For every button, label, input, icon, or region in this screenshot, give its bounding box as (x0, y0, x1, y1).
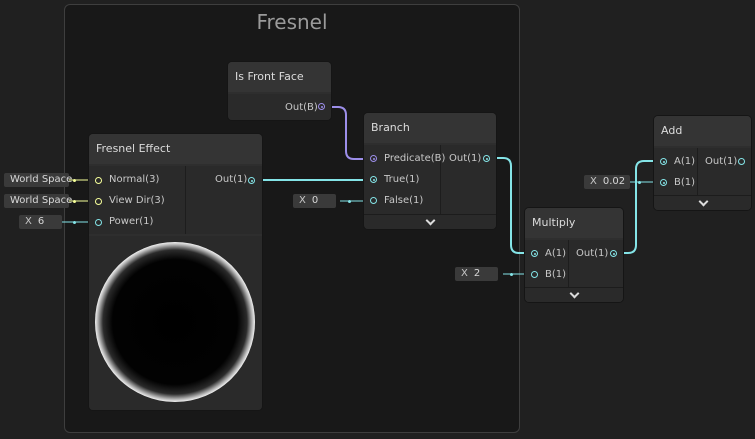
port-divider (697, 148, 698, 196)
port-label-a: A(1) (545, 248, 567, 259)
add-b-value-field[interactable]: X 0.02 (584, 175, 630, 189)
in-port-b[interactable] (531, 271, 538, 278)
port-label-normal: Normal(3) (109, 174, 160, 185)
wire-frontface-to-predicate[interactable] (326, 106, 371, 160)
group-title[interactable]: Fresnel (256, 10, 328, 34)
view-dir-space-value: World Space (10, 195, 73, 206)
node-title[interactable]: Branch (364, 113, 496, 143)
in-port-a[interactable] (660, 158, 667, 165)
chevron-down-icon (569, 288, 580, 299)
node-title[interactable]: Multiply (525, 208, 623, 238)
false-default-dot (348, 200, 351, 203)
node-ports (654, 148, 751, 196)
power-x-label: X (25, 216, 32, 227)
port-divider (568, 240, 569, 288)
port-divider (440, 145, 441, 215)
node-fresnel-effect[interactable]: Fresnel Effect Normal(3) View Dir(3) Pow… (89, 134, 262, 410)
node-outputs (228, 94, 331, 120)
normal-space-value: World Space (10, 174, 73, 185)
port-label-out: Out(1) (215, 174, 248, 185)
port-divider (185, 166, 186, 234)
port-label-out: Out(B) (285, 102, 318, 113)
port-label-out: Out(1) (449, 153, 482, 164)
normal-default-dot (73, 179, 76, 182)
port-label-predicate: Predicate(B) (384, 153, 446, 164)
in-port-a[interactable] (531, 250, 538, 257)
port-label-b: B(1) (545, 269, 567, 280)
view-dir-default-dot (73, 200, 76, 203)
in-port-normal[interactable] (95, 177, 102, 184)
in-port-b[interactable] (660, 179, 667, 186)
node-preview[interactable] (89, 236, 262, 410)
node-title[interactable]: Add (654, 116, 751, 146)
in-port-view-dir[interactable] (95, 198, 102, 205)
node-ports (364, 145, 496, 215)
in-port-predicate[interactable] (370, 155, 377, 162)
expand-button[interactable] (525, 287, 623, 302)
port-label-false: False(1) (384, 195, 424, 206)
false-value: 0 (311, 195, 319, 206)
in-port-true[interactable] (370, 176, 377, 183)
out-port-branch[interactable] (483, 155, 490, 162)
expand-button[interactable] (654, 195, 751, 210)
add-b-value: 0.02 (602, 176, 626, 187)
add-b-x-label: X (590, 176, 597, 187)
port-label-view-dir: View Dir(3) (109, 195, 165, 206)
chevron-down-icon (698, 196, 708, 207)
power-value: 6 (37, 216, 45, 227)
out-port-multiply[interactable] (610, 250, 617, 257)
false-x-label: X (299, 195, 306, 206)
add-b-default-dot (638, 181, 641, 184)
node-ports (525, 240, 623, 288)
out-port-b[interactable] (318, 103, 325, 110)
port-label-true: True(1) (384, 174, 420, 185)
view-dir-space-field[interactable]: World Space (4, 194, 73, 208)
port-label-out: Out(1) (705, 156, 738, 167)
node-multiply[interactable]: Multiply A(1) B(1) Out(1) (525, 208, 623, 302)
multiply-b-value: 2 (473, 268, 481, 279)
wire-multiply-to-add-a[interactable] (617, 160, 660, 254)
out-port-fresnel[interactable] (248, 177, 255, 184)
port-label-power: Power(1) (109, 216, 154, 227)
fresnel-preview-sphere (95, 242, 255, 402)
in-port-power[interactable] (95, 219, 102, 226)
node-add[interactable]: Add A(1) B(1) Out(1) (654, 116, 751, 210)
node-ports (89, 166, 262, 234)
chevron-down-icon (425, 215, 436, 226)
normal-space-field[interactable]: World Space (4, 173, 73, 187)
port-label-a: A(1) (674, 156, 696, 167)
in-port-false[interactable] (370, 197, 377, 204)
wire-branch-to-multiply-a[interactable] (490, 157, 533, 254)
node-is-front-face[interactable]: Is Front Face Out(B) (228, 62, 331, 120)
expand-button[interactable] (364, 214, 496, 229)
port-label-out: Out(1) (576, 248, 609, 259)
node-title[interactable]: Fresnel Effect (89, 134, 262, 164)
multiply-b-x-label: X (461, 268, 468, 279)
node-branch[interactable]: Branch Predicate(B) True(1) False(1) Out… (364, 113, 496, 229)
port-label-b: B(1) (674, 177, 696, 188)
node-title[interactable]: Is Front Face (228, 62, 331, 92)
out-port-add[interactable] (738, 158, 745, 165)
multiply-b-default-dot (510, 273, 513, 276)
power-default-dot (73, 221, 76, 224)
